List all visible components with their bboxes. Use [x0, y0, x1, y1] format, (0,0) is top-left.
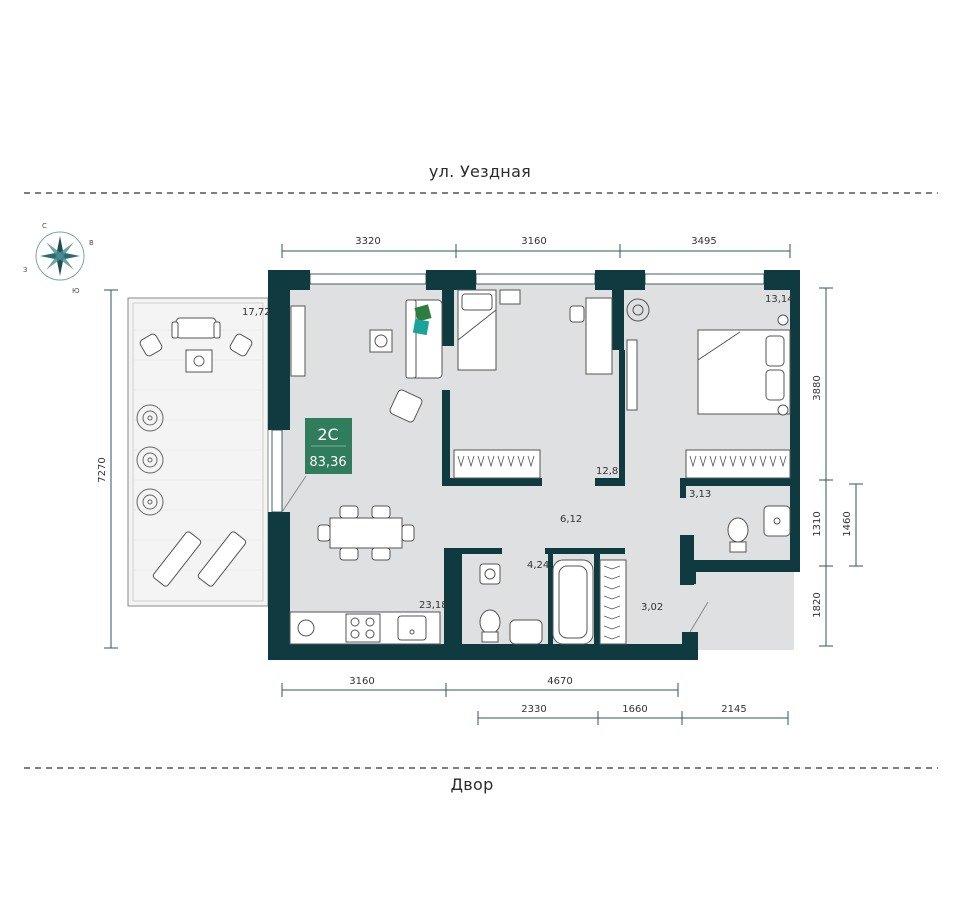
shelf-mark — [603, 565, 621, 570]
stove-icon — [345, 613, 381, 643]
desk-chair-icon — [569, 305, 585, 323]
dim-bottom-5: 2145 — [721, 704, 746, 715]
dim-top-2: 3160 — [521, 236, 546, 247]
compass-w: З — [23, 266, 28, 274]
dim-bottom-2: 4670 — [547, 676, 572, 687]
apartment-total-area: 83,36 — [309, 455, 346, 470]
washbasin-icon — [763, 505, 791, 537]
shelf-mark — [603, 615, 621, 620]
shelf-mark — [603, 625, 621, 630]
hanger-mark — [457, 455, 465, 468]
shelf-mark — [603, 575, 621, 580]
hanger-mark — [759, 455, 767, 468]
hanger-mark — [517, 455, 525, 468]
single-bed-icon — [457, 289, 497, 371]
compass-s: Ю — [72, 287, 80, 295]
rug-icon — [369, 329, 393, 353]
washing-machine-icon — [297, 619, 315, 637]
terrace-door-swing — [281, 475, 307, 513]
living-sofa-icon — [405, 299, 443, 379]
shelf-mark — [603, 595, 621, 600]
wardrobe-large-icon — [685, 449, 791, 479]
terrace-sofa-icon — [171, 317, 221, 339]
dim-top-3: 3495 — [691, 236, 716, 247]
hanger-mark — [749, 455, 757, 468]
sunbed-icon — [152, 531, 247, 587]
shelf-mark — [603, 605, 621, 610]
hanger-mark — [487, 455, 495, 468]
hanger-mark — [739, 455, 747, 468]
dim-bottom-3: 2330 — [521, 704, 546, 715]
apartment-type: 2С — [317, 425, 338, 444]
toilet-icon — [479, 609, 501, 643]
windows — [271, 273, 765, 513]
hanger-mark — [689, 455, 697, 468]
hanger-mark — [699, 455, 707, 468]
storage-shelf-icon — [599, 559, 627, 645]
hangers — [457, 455, 787, 640]
shelf-mark — [603, 635, 621, 640]
area-bathroom: 4,24 — [527, 560, 549, 571]
area-hallway: 6,12 — [560, 514, 582, 525]
terrace-table-icon — [185, 349, 213, 373]
double-bed-icon — [697, 329, 791, 415]
hanger-mark — [779, 455, 787, 468]
dim-top-1: 3320 — [355, 236, 380, 247]
dim-bottom-1: 3160 — [349, 676, 374, 687]
street-label-top: ул. Уездная — [429, 162, 531, 181]
area-bedroom-large: 13,14 — [765, 294, 794, 305]
plant-icon — [136, 404, 164, 516]
apartment-badge — [305, 418, 352, 474]
terrace-chair-icon — [139, 333, 253, 357]
area-terrace: 17,72 — [242, 307, 271, 318]
area-storage: 3,02 — [641, 602, 663, 613]
hanger-mark — [497, 455, 505, 468]
hanger-mark — [507, 455, 515, 468]
area-bedroom-small: 12,81 — [596, 466, 625, 477]
hanger-mark — [729, 455, 737, 468]
toilet-icon — [727, 517, 749, 553]
hanger-mark — [769, 455, 777, 468]
area-bathroom-small: 3,13 — [689, 489, 711, 500]
compass-n: С — [42, 222, 47, 230]
armchair-icon — [389, 389, 423, 423]
compass-icon — [35, 231, 85, 281]
hanger-mark — [709, 455, 717, 468]
street-label-bottom: Двор — [450, 775, 493, 794]
desk-icon — [585, 297, 613, 375]
compass-e: В — [89, 239, 94, 247]
hanger-mark — [467, 455, 475, 468]
tv-stand-icon — [626, 339, 638, 411]
wardrobe-small-icon — [453, 449, 541, 479]
hanger-mark — [477, 455, 485, 468]
tv-cabinet-icon — [290, 305, 306, 377]
kitchen-sink-icon — [397, 615, 427, 641]
dim-right-2: 1310 — [812, 511, 823, 536]
lamp-icon — [777, 314, 789, 326]
dim-right-4: 1820 — [812, 592, 823, 617]
cushion-teal-icon — [412, 318, 430, 336]
shelf-mark — [603, 585, 621, 590]
washbasin-icon — [509, 619, 543, 645]
dim-left: 7270 — [97, 457, 108, 482]
area-living-kitchen: 23,18 — [419, 600, 448, 611]
boiler-icon — [479, 563, 501, 585]
dim-bottom-4: 1660 — [622, 704, 647, 715]
lamp-icon — [777, 404, 789, 416]
plant-icon — [626, 298, 650, 322]
bathtub-icon — [552, 559, 594, 645]
cushion-green-icon — [414, 304, 432, 322]
entrance-door-swing — [689, 601, 709, 633]
dining-table-icon — [317, 505, 415, 561]
dimension-lines — [104, 244, 863, 725]
nightstand-icon — [499, 289, 521, 305]
dim-right-3: 1460 — [842, 511, 853, 536]
walls — [268, 270, 800, 660]
dim-right-1: 3880 — [812, 375, 823, 400]
hanger-mark — [719, 455, 727, 468]
hanger-mark — [527, 455, 535, 468]
